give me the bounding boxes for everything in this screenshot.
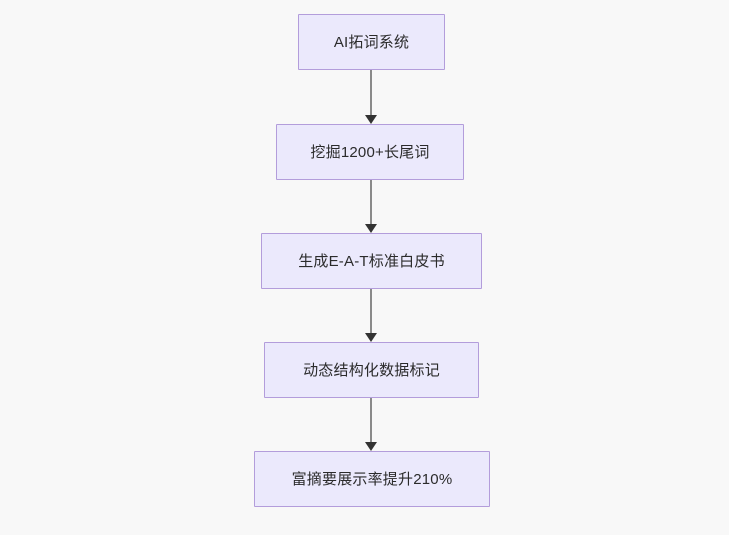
flowchart-node-n5[interactable]: 富摘要展示率提升210% xyxy=(254,451,490,507)
flowchart-node-n1[interactable]: AI拓词系统 xyxy=(298,14,445,70)
edge-line xyxy=(369,289,373,334)
flowchart-edge-n2-n3 xyxy=(359,180,383,233)
arrowhead-icon xyxy=(365,224,377,233)
flowchart-node-label: 动态结构化数据标记 xyxy=(303,361,440,379)
flowchart-edge-n1-n2 xyxy=(359,70,383,124)
flowchart-node-label: AI拓词系统 xyxy=(333,33,410,51)
flowchart-node-label: 生成E-A-T标准白皮书 xyxy=(298,252,445,270)
arrowhead-icon xyxy=(365,442,377,451)
flowchart-node-label: 富摘要展示率提升210% xyxy=(291,470,453,488)
arrowhead-icon xyxy=(365,115,377,124)
flowchart-node-n4[interactable]: 动态结构化数据标记 xyxy=(264,342,479,398)
edge-line xyxy=(369,398,373,443)
arrowhead-icon xyxy=(365,333,377,342)
flowchart-node-n2[interactable]: 挖掘1200+长尾词 xyxy=(276,124,464,180)
flowchart-edge-n4-n5 xyxy=(359,398,383,451)
flowchart-edge-n3-n4 xyxy=(359,289,383,342)
edge-line xyxy=(369,70,373,116)
flowchart-node-label: 挖掘1200+长尾词 xyxy=(310,143,430,161)
edge-line xyxy=(369,180,373,225)
flowchart-node-n3[interactable]: 生成E-A-T标准白皮书 xyxy=(261,233,482,289)
